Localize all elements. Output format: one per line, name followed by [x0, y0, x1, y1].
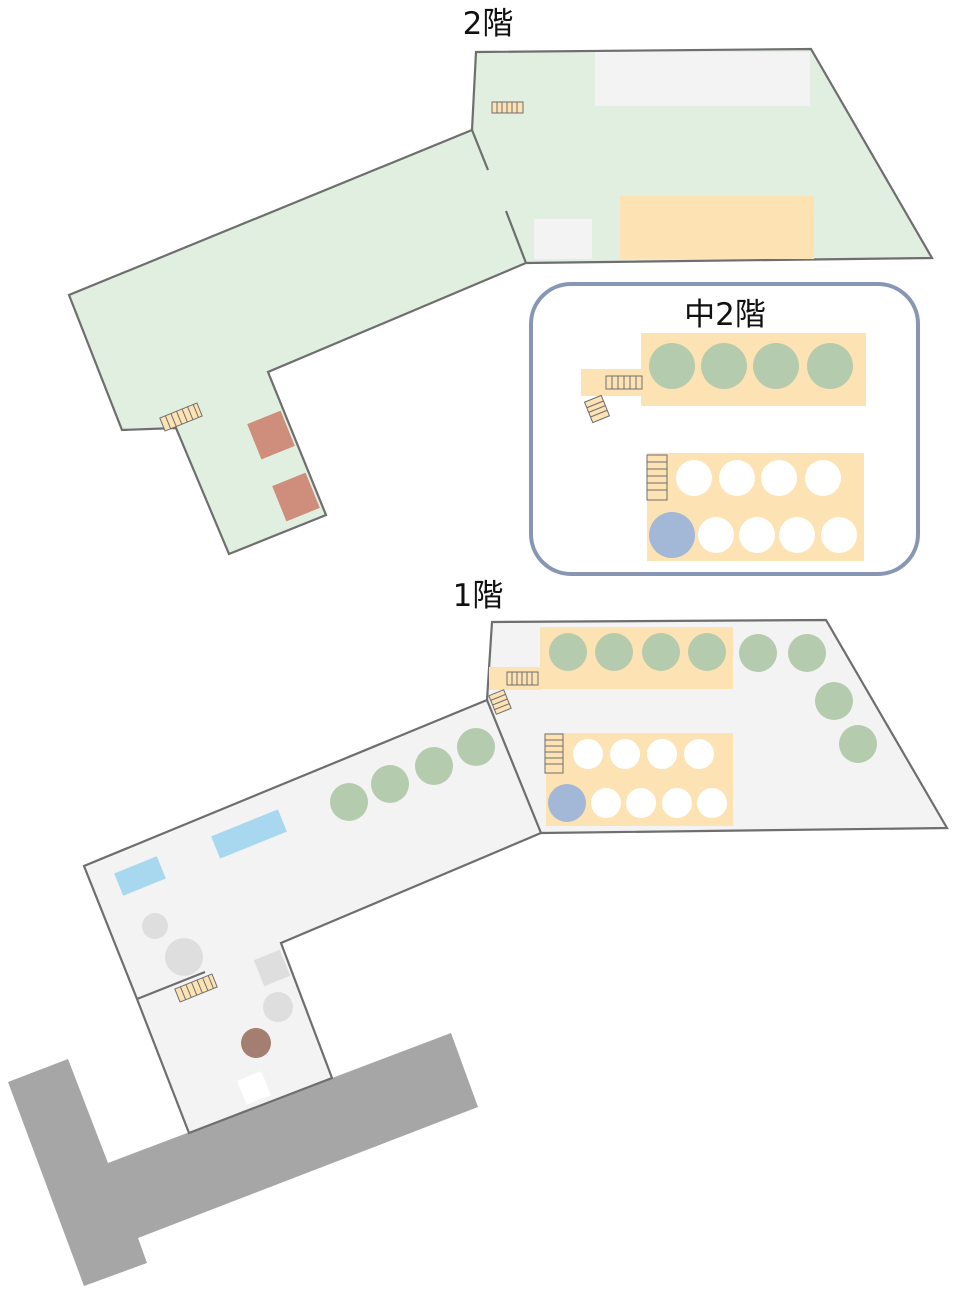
- building-block: [8, 1033, 478, 1286]
- blue-table[interactable]: [548, 784, 586, 822]
- green-table[interactable]: [688, 633, 726, 671]
- green-table-group: [330, 633, 877, 821]
- white-table-group: [573, 739, 727, 818]
- green-table[interactable]: [549, 633, 587, 671]
- floor-2-plan: 2階: [67, 6, 934, 556]
- white-table-group: [676, 460, 857, 553]
- water-feature: [211, 809, 287, 859]
- white-table[interactable]: [805, 460, 841, 496]
- green-table[interactable]: [415, 747, 453, 785]
- stairs-icon: [488, 689, 512, 715]
- green-table[interactable]: [642, 633, 680, 671]
- red-room[interactable]: [247, 410, 295, 460]
- green-table[interactable]: [457, 728, 495, 766]
- brown-table[interactable]: [241, 1028, 271, 1058]
- floor-1-label: 1階: [453, 578, 504, 614]
- white-table[interactable]: [719, 460, 755, 496]
- gray-table[interactable]: [142, 913, 168, 939]
- green-table[interactable]: [815, 682, 853, 720]
- wall: [470, 129, 490, 171]
- gray-table[interactable]: [165, 938, 203, 976]
- white-table[interactable]: [698, 517, 734, 553]
- green-table[interactable]: [739, 634, 777, 672]
- white-table[interactable]: [573, 739, 603, 769]
- stairs-icon: [605, 375, 643, 390]
- white-table[interactable]: [739, 517, 775, 553]
- white-table[interactable]: [662, 788, 692, 818]
- gray-room[interactable]: [595, 52, 810, 106]
- white-table[interactable]: [626, 788, 656, 818]
- white-table[interactable]: [779, 517, 815, 553]
- orange-zone[interactable]: [620, 196, 814, 259]
- green-table-group: [649, 343, 853, 389]
- gray-square: [253, 949, 291, 987]
- white-table[interactable]: [610, 739, 640, 769]
- stairs-icon: [646, 454, 668, 501]
- green-table[interactable]: [649, 343, 695, 389]
- green-table[interactable]: [371, 765, 409, 803]
- stairs-icon: [174, 973, 218, 1003]
- floor-2-label: 2階: [463, 6, 514, 42]
- white-table[interactable]: [697, 788, 727, 818]
- green-table[interactable]: [839, 725, 877, 763]
- water-feature: [114, 856, 166, 896]
- wall: [485, 699, 543, 834]
- white-table[interactable]: [821, 517, 857, 553]
- white-table[interactable]: [761, 460, 797, 496]
- white-table[interactable]: [684, 739, 714, 769]
- wall: [136, 970, 206, 1001]
- white-table[interactable]: [647, 739, 677, 769]
- gray-room[interactable]: [534, 219, 592, 259]
- white-table[interactable]: [676, 460, 712, 496]
- stairs-icon: [506, 671, 539, 686]
- mezzanine-label: 中2階: [684, 297, 766, 333]
- white-table[interactable]: [591, 788, 621, 818]
- floor-1-plan: 1階: [8, 578, 949, 1286]
- green-table[interactable]: [330, 783, 368, 821]
- stairs-icon: [491, 101, 524, 114]
- stairs-icon: [544, 733, 564, 774]
- stairs-icon: [159, 402, 203, 432]
- gray-table[interactable]: [263, 992, 293, 1022]
- mezzanine-plan: 中2階: [529, 282, 920, 576]
- white-square: [237, 1071, 271, 1105]
- red-room[interactable]: [272, 472, 320, 522]
- green-table[interactable]: [595, 633, 633, 671]
- green-table[interactable]: [753, 343, 799, 389]
- green-table[interactable]: [807, 343, 853, 389]
- green-table[interactable]: [701, 343, 747, 389]
- stairs-icon: [583, 394, 611, 424]
- green-table[interactable]: [788, 634, 826, 672]
- blue-table[interactable]: [649, 512, 695, 558]
- wall: [504, 210, 528, 264]
